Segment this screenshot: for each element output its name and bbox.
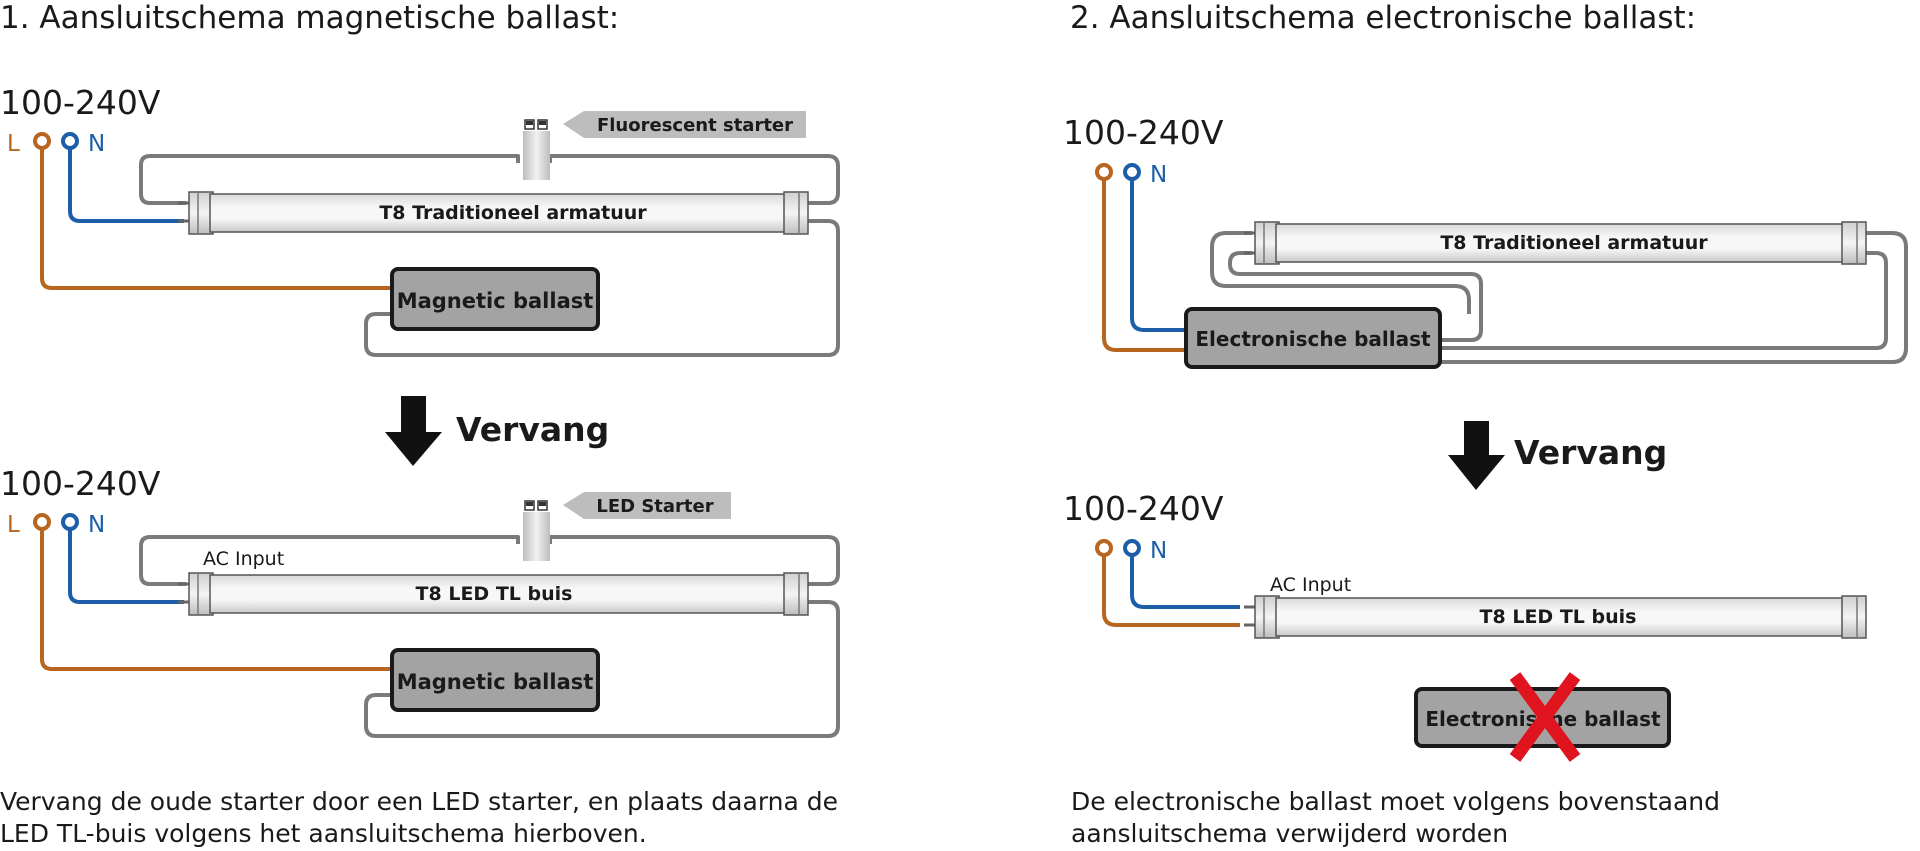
live-wire (40, 530, 396, 671)
neutral-terminal (61, 513, 79, 531)
voltage-label: 100-240V (0, 464, 161, 503)
down-arrow-icon (1448, 421, 1505, 490)
left-caption-line2: LED TL-buis volgens het aansluitschema h… (0, 819, 647, 848)
right-caption-line1: De electronische ballast moet volgens bo… (1071, 787, 1720, 816)
live-wire (1102, 180, 1190, 352)
voltage-label: 100-240V (1063, 113, 1224, 152)
replace-arrow: Vervang (385, 396, 609, 466)
neutral-wire (1130, 180, 1190, 332)
removed-electronic-ballast: Electronische ballast (1414, 672, 1671, 762)
voltage-label: 100-240V (1063, 489, 1224, 528)
ballast-label: Magnetic ballast (397, 289, 594, 313)
tube-label: T8 Traditioneel armatuur (379, 202, 647, 224)
starter-tag: LED Starter (563, 492, 731, 519)
fluorescent-tube: T8 Traditioneel armatuur (178, 191, 809, 235)
right-caption-line2: aansluitschema verwijderd worden (1071, 819, 1508, 848)
starter (523, 119, 550, 180)
gray-wires (1210, 231, 1908, 364)
right-bottom-diagram: 100-240V N AC Input T8 LED TL buis Elect… (1063, 489, 1867, 762)
replace-label: Vervang (1514, 433, 1667, 472)
left-bottom-diagram: 100-240V L N LED Starter AC Input (0, 464, 840, 738)
ac-input-label: AC Input (1270, 574, 1351, 596)
left-caption-line1: Vervang de oude starter door een LED sta… (0, 787, 838, 816)
live-terminal (33, 513, 51, 531)
red-cross-icon (1509, 672, 1581, 762)
left-top-diagram: 100-240V L N Fluorescent starter (0, 83, 840, 357)
starter-tag-label: Fluorescent starter (597, 115, 793, 136)
gray-wires (139, 154, 840, 357)
live-terminal (33, 132, 51, 150)
neutral-terminal-label: N (88, 131, 105, 157)
led-tube: T8 LED TL buis (178, 572, 809, 616)
neutral-terminal (1123, 539, 1141, 557)
ballast-label: Magnetic ballast (397, 670, 594, 694)
left-diagram-title: 1. Aansluitschema magnetische ballast: (0, 0, 619, 36)
ac-input-label: AC Input (203, 548, 284, 570)
live-wire (1102, 556, 1240, 627)
down-arrow-icon (385, 396, 442, 466)
magnetic-ballast: Magnetic ballast (390, 648, 600, 712)
neutral-wire (1130, 556, 1240, 609)
neutral-terminal-label: N (88, 512, 105, 538)
neutral-wire (68, 149, 184, 223)
neutral-terminal (61, 132, 79, 150)
fluorescent-tube: T8 Traditioneel armatuur (1244, 221, 1867, 265)
voltage-label: 100-240V (0, 83, 161, 122)
starter-tag: Fluorescent starter (563, 111, 806, 138)
ballast-label: Electronische ballast (1195, 327, 1431, 351)
led-tube: T8 LED TL buis (1244, 595, 1867, 639)
gray-wires (139, 535, 840, 738)
live-terminal (1095, 539, 1113, 557)
live-terminal-label: L (7, 512, 20, 538)
replace-label: Vervang (456, 410, 609, 449)
neutral-terminal (1123, 163, 1141, 181)
replace-arrow: Vervang (1448, 421, 1667, 490)
right-diagram-title: 2. Aansluitschema electronische ballast: (1070, 0, 1696, 36)
right-top-diagram: 100-240V N T8 Traditioneel armatuur E (1063, 113, 1908, 369)
neutral-terminal-label: N (1150, 538, 1167, 564)
led-starter (523, 500, 550, 561)
neutral-wire (68, 530, 184, 604)
tube-label: T8 LED TL buis (416, 583, 573, 605)
starter-tag-label: LED Starter (596, 496, 713, 517)
live-terminal (1095, 163, 1113, 181)
live-terminal-label: L (7, 131, 20, 157)
neutral-terminal-label: N (1150, 162, 1167, 188)
electronic-ballast: Electronische ballast (1184, 307, 1442, 369)
tube-label: T8 LED TL buis (1480, 606, 1637, 628)
live-wire (40, 149, 396, 290)
magnetic-ballast: Magnetic ballast (390, 267, 600, 331)
tube-label: T8 Traditioneel armatuur (1440, 232, 1708, 254)
